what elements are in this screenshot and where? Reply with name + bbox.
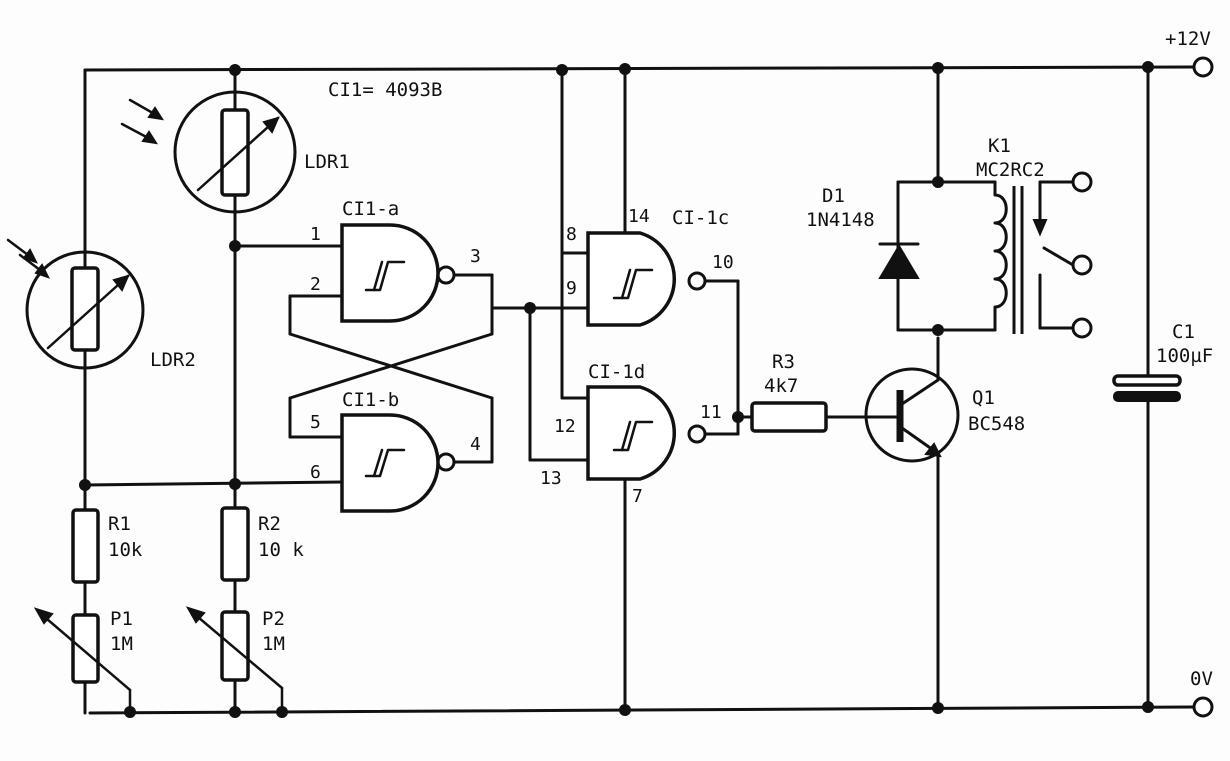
capacitor-c1: C1 100µF bbox=[1112, 65, 1213, 709]
gate-cd-wiring bbox=[528, 68, 754, 712]
resistor-r1: R1 10k bbox=[71, 508, 143, 584]
gate-a-label: CI1-a bbox=[342, 198, 399, 220]
gate-b-pin5: 5 bbox=[310, 412, 321, 433]
p1-value: 1M bbox=[110, 633, 133, 655]
k1-name: K1 bbox=[988, 135, 1011, 157]
ldr1-label: LDR1 bbox=[304, 151, 350, 173]
gate-a-pin2: 2 bbox=[310, 274, 321, 295]
r1-value: 10k bbox=[108, 539, 143, 561]
gate-d-pin12: 12 bbox=[554, 416, 576, 437]
q1-value: BC548 bbox=[968, 413, 1025, 435]
gate-b-pin6: 6 bbox=[310, 462, 321, 483]
gate-d-label: CI-1d bbox=[588, 361, 645, 383]
gate-c-pin10: 10 bbox=[712, 252, 734, 273]
ground-terminal bbox=[1192, 696, 1214, 718]
gate-c-label: CI-1c bbox=[672, 207, 729, 229]
gate-d-pin7: 7 bbox=[632, 486, 643, 507]
r2-name: R2 bbox=[258, 513, 281, 535]
diode-d1: D1 1N4148 bbox=[806, 185, 920, 279]
p2-name: P2 bbox=[262, 608, 285, 630]
ldr2-label: LDR2 bbox=[150, 349, 196, 371]
relay-contact-no bbox=[1071, 171, 1093, 193]
potentiometer-p2: P2 1M bbox=[185, 606, 285, 715]
relay-contact-nc bbox=[1071, 317, 1093, 339]
gate-c-pin8: 8 bbox=[566, 224, 577, 245]
transistor-q1: Q1 BC548 bbox=[864, 336, 1025, 710]
k1-value: MC2RC2 bbox=[976, 159, 1045, 181]
r1-name: R1 bbox=[108, 513, 131, 535]
c1-value: 100µF bbox=[1156, 345, 1213, 367]
p1-name: P1 bbox=[110, 608, 133, 630]
resistor-r3: R3 4k7 bbox=[750, 351, 872, 433]
gate-d-pin13: 13 bbox=[540, 468, 562, 489]
d1-value: 1N4148 bbox=[806, 209, 875, 231]
relay-contact-common bbox=[1071, 254, 1093, 276]
cross-coupling-wires bbox=[288, 273, 590, 464]
positive-terminal bbox=[1192, 56, 1214, 78]
positive-rail bbox=[83, 65, 1195, 72]
p2-value: 1M bbox=[262, 633, 285, 655]
gate-b-pin4: 4 bbox=[470, 434, 481, 455]
r3-value: 4k7 bbox=[764, 375, 798, 397]
gate-c-pin14: 14 bbox=[628, 206, 650, 227]
r3-name: R3 bbox=[772, 351, 795, 373]
r2-value: 10 k bbox=[258, 539, 304, 561]
ldr2: LDR2 bbox=[6, 238, 196, 371]
ground-label: 0V bbox=[1190, 668, 1213, 690]
d1-name: D1 bbox=[822, 185, 845, 207]
ldr1: LDR1 bbox=[120, 90, 350, 214]
resistor-r2: R2 10 k bbox=[220, 506, 304, 582]
relay-k1: K1 MC2RC2 bbox=[896, 66, 1093, 339]
junction-dots bbox=[79, 61, 1154, 718]
gate-a-pin1: 1 bbox=[310, 224, 321, 245]
gate-d-pin11: 11 bbox=[700, 402, 722, 423]
positive-label: +12V bbox=[1165, 28, 1211, 50]
gate-a-pin3: 3 bbox=[470, 246, 481, 267]
gate-b-label: CI1-b bbox=[342, 389, 399, 411]
gate-ci1-b: CI1-b 5 6 4 bbox=[310, 389, 481, 513]
ic-note: CI1= 4093B bbox=[328, 79, 442, 101]
q1-name: Q1 bbox=[972, 387, 995, 409]
potentiometer-p1: P1 1M bbox=[33, 607, 133, 715]
wire-pin6 bbox=[83, 480, 344, 487]
ground-rail bbox=[88, 705, 1195, 715]
gate-ci-1d: CI-1d 12 13 7 11 bbox=[540, 361, 722, 507]
gate-ci1-a: CI1-a 1 2 3 bbox=[310, 198, 481, 323]
c1-name: C1 bbox=[1172, 321, 1195, 343]
gate-ci-1c: CI-1c 8 9 14 10 bbox=[566, 206, 734, 327]
gate-c-pin9: 9 bbox=[566, 278, 577, 299]
